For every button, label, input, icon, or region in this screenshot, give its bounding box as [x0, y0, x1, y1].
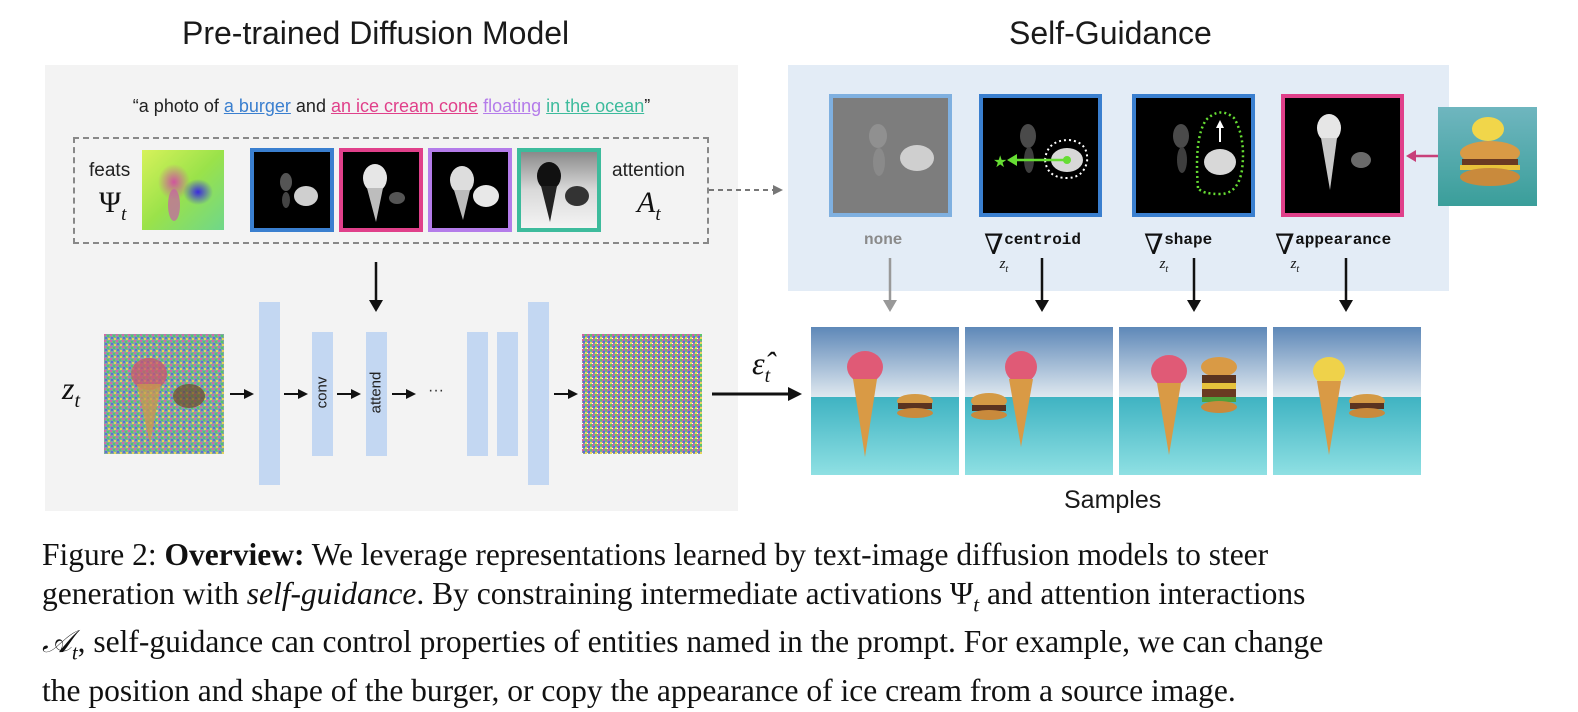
down-arrow-centroid [1035, 258, 1049, 312]
arrow-1 [230, 389, 254, 399]
guidance-label-none: none [864, 231, 903, 249]
noise-output-image [582, 334, 702, 454]
arrow-5 [554, 389, 578, 399]
attend-label: attend [367, 371, 385, 414]
noisy-input-image [104, 334, 224, 454]
ellipsis: ··· [428, 382, 444, 399]
prompt-ice-cream: an ice cream cone [330, 96, 479, 116]
down-arrow-attention [369, 262, 383, 312]
attention-map-ocean [517, 148, 601, 232]
attend-block [366, 332, 387, 456]
epsilon-hat-symbol: ε̂t [752, 345, 771, 387]
guidance-label-appearance: ∇ztappearance [1275, 230, 1392, 275]
attention-symbol: At [637, 186, 661, 225]
prompt-open: “a photo of [132, 96, 224, 116]
arrow-3 [337, 389, 361, 399]
caption-line-3: 𝒜t, self-guidance can control properties… [42, 624, 1324, 665]
dotted-arrow [709, 185, 783, 195]
prompt-close: ” [644, 96, 651, 116]
feature-map-image [142, 150, 224, 230]
prompt-ocean: in the ocean [546, 96, 645, 116]
prompt-floating: floating [483, 96, 542, 116]
guidance-thumb-centroid: ★ [979, 94, 1102, 217]
down-arrow-none [883, 258, 897, 312]
attention-map-burger [250, 148, 334, 232]
svg-text:★: ★ [993, 152, 1007, 171]
epsilon-arrow [712, 387, 802, 401]
guidance-thumb-shape [1132, 94, 1255, 217]
attention-map-floating [428, 148, 512, 232]
prompt-burger: a burger [223, 96, 291, 116]
caption-line-2: generation with self-guidance. By constr… [42, 575, 1306, 616]
attention-label: attention [612, 160, 685, 181]
unet-block-1 [259, 302, 280, 485]
sample-centroid [965, 327, 1113, 475]
psi-symbol: Ψt [99, 186, 127, 225]
conv-block [312, 332, 333, 456]
samples-label: Samples [1064, 486, 1162, 514]
sample-none [811, 327, 959, 475]
down-arrow-shape [1187, 258, 1201, 312]
conv-label: conv [313, 376, 331, 409]
guidance-thumb-appearance [1281, 94, 1404, 217]
sample-appearance [1273, 327, 1421, 475]
caption-line-4: the position and shape of the burger, or… [42, 673, 1236, 709]
text-prompt: “a photo of a burger and an ice cream co… [45, 96, 738, 117]
unet-block-2 [467, 332, 488, 456]
down-arrow-appearance [1339, 258, 1353, 312]
guidance-thumb-none [829, 94, 952, 217]
prompt-and: and [290, 96, 331, 116]
caption-line-1: Figure 2: Overview: We leverage represen… [42, 537, 1269, 572]
source-image [1438, 107, 1537, 206]
arrow-2 [284, 389, 308, 399]
features-attention-box [73, 137, 709, 244]
guidance-label-shape: ∇ztshape [1144, 230, 1213, 275]
feats-label: feats [89, 160, 131, 181]
unet-block-3 [497, 332, 518, 456]
unet-block-4 [528, 302, 549, 485]
left-panel-title: Pre-trained Diffusion Model [182, 15, 570, 51]
right-panel-title: Self-Guidance [1009, 15, 1212, 51]
attention-map-ice-cream [339, 148, 423, 232]
guidance-label-centroid: ∇ztcentroid [984, 230, 1081, 275]
zt-symbol: zt [62, 370, 81, 412]
arrow-4 [392, 389, 416, 399]
figure-caption: Figure 2: Overview: We leverage represen… [42, 536, 1462, 711]
grad-z: z [999, 256, 1006, 272]
sample-shape [1119, 327, 1267, 475]
source-arrow [1406, 150, 1438, 162]
